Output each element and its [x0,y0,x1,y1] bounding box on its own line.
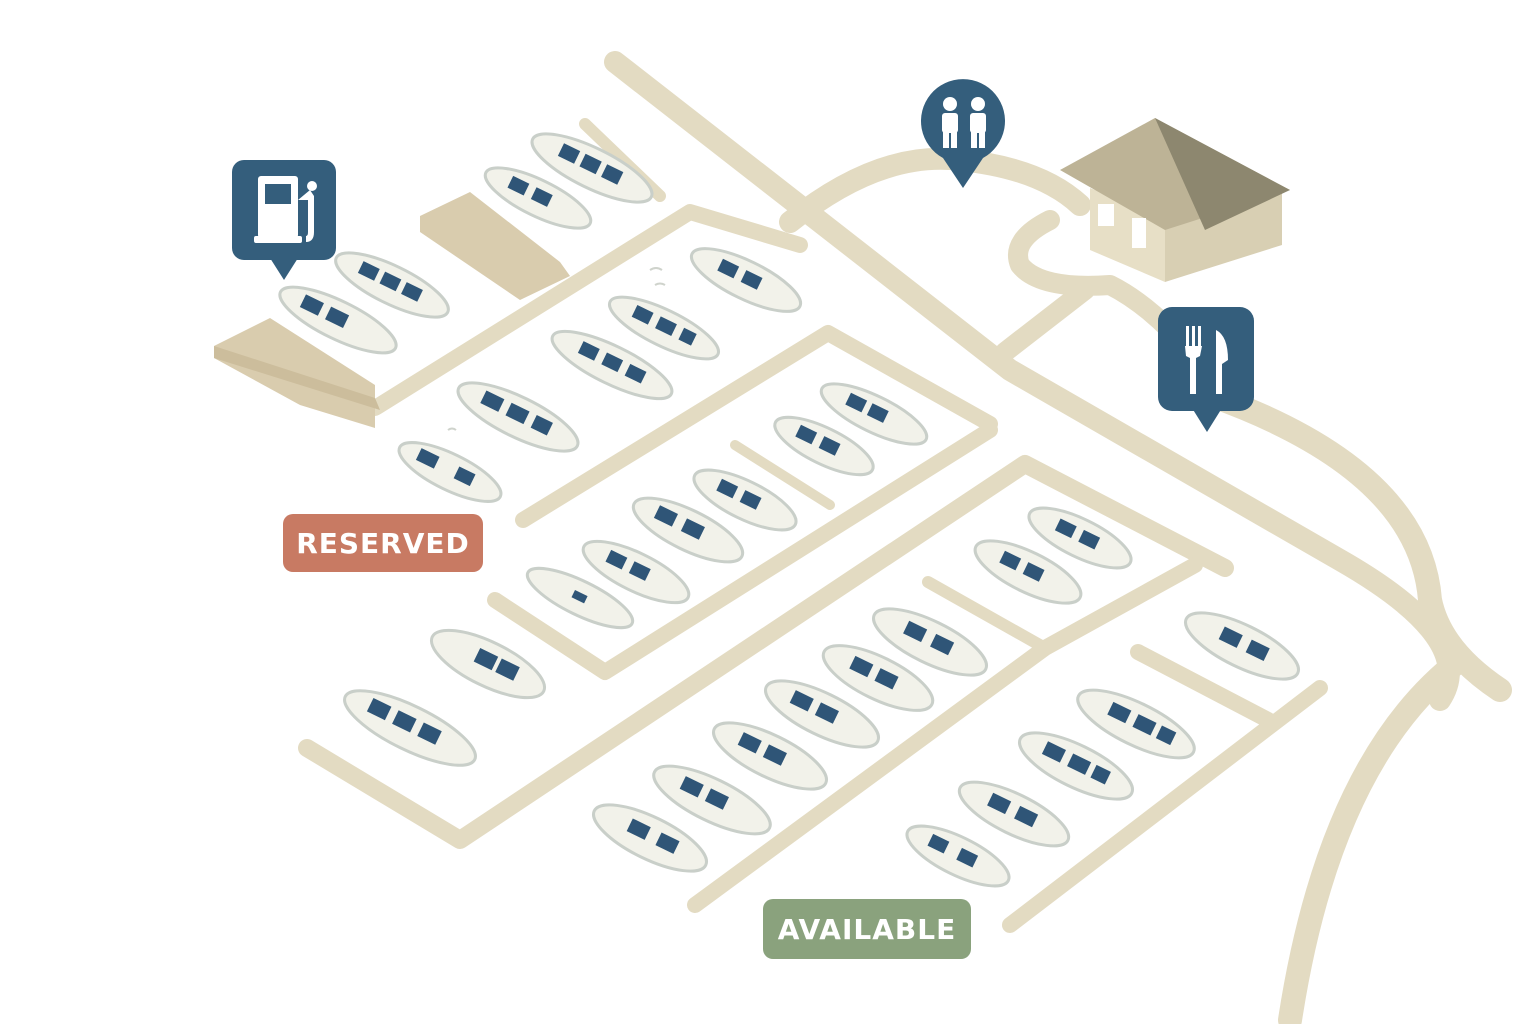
far-right-dock [1002,644,1328,933]
middle-dock-lower [487,422,998,680]
boat[interactable] [450,370,586,464]
middle-dock-inner [730,440,835,510]
boat[interactable] [757,668,887,760]
boat[interactable] [967,529,1089,616]
fuel-dock-platform [214,318,380,428]
fuel-marker[interactable] [232,160,336,280]
lower-long-dock [298,455,1234,849]
boat[interactable] [645,753,778,847]
boat[interactable] [684,237,809,324]
boat[interactable] [1011,720,1141,812]
boat[interactable] [544,319,679,411]
boat[interactable] [423,617,554,711]
boat[interactable] [899,814,1016,897]
boat[interactable] [1177,600,1307,692]
boat[interactable] [1021,496,1138,579]
boat[interactable] [336,677,485,780]
building-door [1132,218,1146,248]
boat[interactable] [768,406,881,486]
fuel-pump-icon [254,176,317,243]
available-label[interactable]: AVAILABLE [763,899,971,959]
restaurant-icon [1185,326,1228,394]
boat[interactable] [865,596,995,688]
boat[interactable] [625,486,750,575]
loop-road [779,147,1091,233]
connector-path [995,280,1095,362]
boat[interactable] [1069,677,1202,771]
boat[interactable] [524,121,660,215]
boat[interactable] [815,633,941,723]
coastal-road [1198,383,1512,1024]
marina-building[interactable] [1060,118,1290,282]
boat[interactable] [686,458,803,541]
boat[interactable] [576,529,697,614]
restroom-marker[interactable] [921,79,1005,188]
boat[interactable] [585,792,715,884]
boat[interactable] [520,557,639,638]
boat[interactable] [392,431,508,512]
building-window [1098,204,1114,226]
water-ripples [447,267,666,431]
boat[interactable] [328,241,456,330]
restaurant-marker[interactable] [1158,307,1254,432]
building-drive [1008,210,1180,340]
boat[interactable] [951,770,1076,859]
upper-dock-main [367,204,808,416]
boat[interactable] [478,156,598,239]
docks [298,118,1328,933]
lower-right-finger [922,576,1051,654]
boat[interactable] [602,286,726,371]
middle-dock [515,325,998,528]
boat[interactable] [814,372,934,455]
boats [272,121,1307,897]
roads [604,51,1512,1024]
restroom-icon [942,97,986,148]
reserved-label[interactable]: RESERVED [283,514,483,572]
upper-slip-platform [420,192,570,300]
building-roof-shade [1155,118,1290,230]
boat[interactable] [705,710,835,802]
boat[interactable] [272,275,404,365]
